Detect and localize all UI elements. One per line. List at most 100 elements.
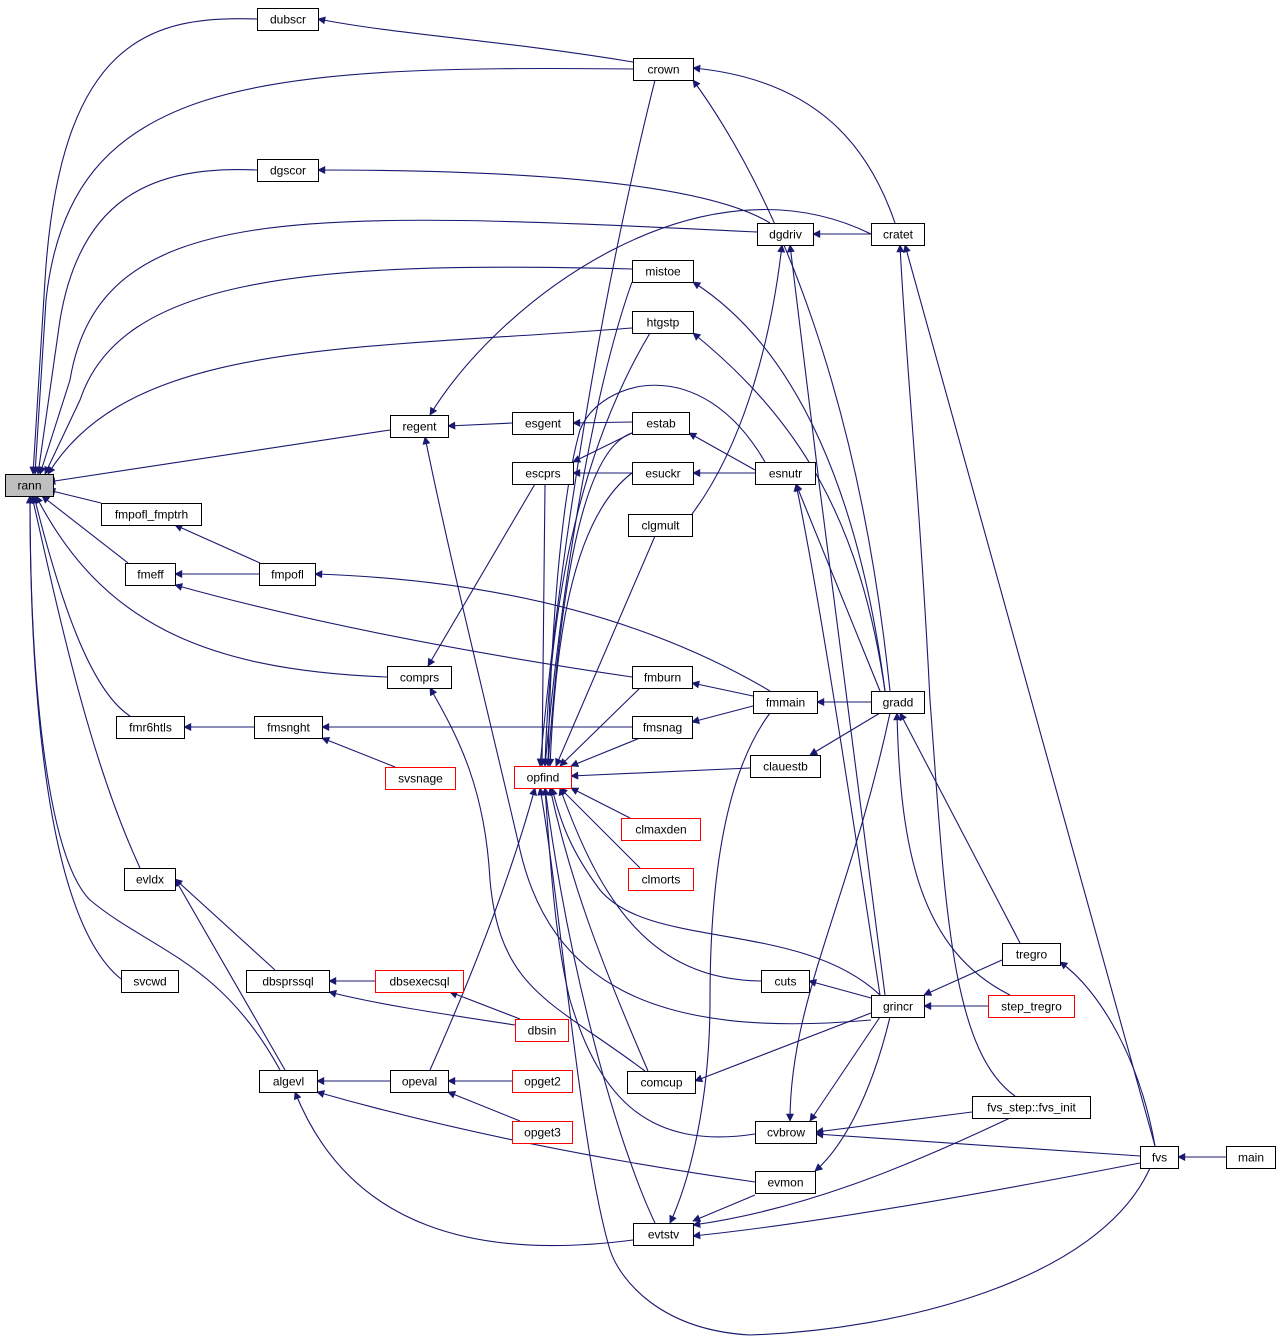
node-fmsnag[interactable]: fmsnag <box>632 716 693 739</box>
node-box-htgstp <box>632 311 694 334</box>
edge-clmaxden-to-opfind <box>570 787 631 819</box>
node-opget3[interactable]: opget3 <box>512 1121 573 1144</box>
node-opfind[interactable]: opfind <box>514 766 572 789</box>
edge-grincr-to-regent <box>422 436 872 1025</box>
node-gradd[interactable]: gradd <box>871 691 925 714</box>
node-fmr6htls[interactable]: fmr6htls <box>116 716 185 739</box>
edge-dgdriv-to-dgscor <box>317 166 771 224</box>
node-dbsexecsql[interactable]: dbsexecsql <box>375 970 464 993</box>
node-svcwd[interactable]: svcwd <box>121 970 179 993</box>
node-label-fmpofl: fmpofl <box>271 568 304 582</box>
node-box-cuts <box>761 970 810 993</box>
node-label-comprs: comprs <box>400 671 439 685</box>
node-label-fmeff: fmeff <box>137 568 164 582</box>
node-opget2[interactable]: opget2 <box>512 1070 573 1093</box>
edge-cuts-to-opfind <box>558 787 762 982</box>
edge-crown-to-rann <box>31 67 634 475</box>
node-comprs[interactable]: comprs <box>387 666 452 689</box>
node-clmorts[interactable]: clmorts <box>628 868 694 891</box>
edge-opget3-to-opeval <box>447 1090 521 1122</box>
node-esnutr[interactable]: esnutr <box>755 462 816 485</box>
node-label-opget2: opget2 <box>524 1075 561 1089</box>
node-fmpofl[interactable]: fmpofl <box>259 563 316 586</box>
edge-escprs-to-opfind <box>538 483 547 767</box>
node-fmburn[interactable]: fmburn <box>632 666 693 689</box>
node-esgent[interactable]: esgent <box>512 412 574 435</box>
edge-dubscr-to-rann <box>29 18 258 475</box>
node-crown[interactable]: crown <box>633 58 694 81</box>
node-label-evtstv: evtstv <box>648 1228 679 1242</box>
node-cuts[interactable]: cuts <box>761 970 810 993</box>
node-mistoe[interactable]: mistoe <box>632 260 694 283</box>
node-regent[interactable]: regent <box>390 415 449 438</box>
node-main[interactable]: main <box>1226 1146 1276 1169</box>
node-label-cratet: cratet <box>883 228 914 242</box>
node-label-esgent: esgent <box>525 417 562 431</box>
edge-fmmain-to-evtstv <box>669 712 771 1224</box>
node-label-dbsexecsql: dbsexecsql <box>389 975 449 989</box>
node-box-grincr <box>871 995 925 1018</box>
node-tregro[interactable]: tregro <box>1002 943 1061 966</box>
node-algevl[interactable]: algevl <box>259 1070 318 1093</box>
node-dubscr[interactable]: dubscr <box>257 8 319 31</box>
edge-grincr-to-comcup <box>694 1012 872 1083</box>
edge-evmon-to-evtstv <box>692 1194 756 1222</box>
edge-gradd-to-mistoe <box>692 281 886 692</box>
node-opeval[interactable]: opeval <box>390 1070 449 1093</box>
node-box-esgent <box>512 412 574 435</box>
node-clmaxden[interactable]: clmaxden <box>621 818 701 841</box>
node-dgscor[interactable]: dgscor <box>257 159 319 182</box>
node-cvbrow[interactable]: cvbrow <box>755 1121 817 1144</box>
node-fmpofl_fmptrh[interactable]: fmpofl_fmptrh <box>101 503 202 526</box>
edge-fmpofl_fmptrh-to-rann <box>47 487 102 504</box>
node-fvs[interactable]: fvs <box>1140 1146 1179 1169</box>
node-box-crown <box>633 58 694 81</box>
node-dgdriv[interactable]: dgdriv <box>757 223 814 246</box>
node-dbsin[interactable]: dbsin <box>515 1019 569 1042</box>
node-escprs[interactable]: escprs <box>512 462 574 485</box>
node-cratet[interactable]: cratet <box>871 223 925 246</box>
edge-fmmain-to-fmsnag <box>691 705 754 725</box>
node-fmmain[interactable]: fmmain <box>753 691 818 714</box>
node-comcup[interactable]: comcup <box>627 1071 696 1094</box>
node-box-dbsprssql <box>246 970 330 993</box>
edge-grincr-to-dgdriv <box>786 244 886 996</box>
node-esuckr[interactable]: esuckr <box>632 462 694 485</box>
node-evmon[interactable]: evmon <box>755 1171 816 1194</box>
node-fvs_step_fvs_init[interactable]: fvs_step::fvs_init <box>972 1096 1091 1119</box>
edge-esuckr-to-opfind <box>546 472 633 767</box>
node-box-opeval <box>390 1070 449 1093</box>
node-estab[interactable]: estab <box>632 412 690 435</box>
edge-estab-to-esgent <box>572 418 633 427</box>
node-label-dbsin: dbsin <box>528 1024 557 1038</box>
edge-cratet-to-crown <box>692 64 896 224</box>
node-grincr[interactable]: grincr <box>871 995 925 1018</box>
node-label-htgstp: htgstp <box>647 316 680 330</box>
node-dbsprssql[interactable]: dbsprssql <box>246 970 330 993</box>
edge-evtstv-to-algevl <box>293 1091 634 1247</box>
node-box-cvbrow <box>755 1121 817 1144</box>
node-htgstp[interactable]: htgstp <box>632 311 694 334</box>
node-fmsnght[interactable]: fmsnght <box>254 716 323 739</box>
node-label-clmaxden: clmaxden <box>635 823 686 837</box>
edge-evldx-to-rann <box>29 495 141 869</box>
edge-fvs_step_fvs_init-to-evtstv <box>692 1117 1011 1228</box>
edge-crown-to-dubscr <box>317 16 634 63</box>
node-label-cuts: cuts <box>774 975 796 989</box>
node-label-dubscr: dubscr <box>270 13 306 27</box>
node-rann[interactable]: rann <box>5 474 54 497</box>
node-label-dbsprssql: dbsprssql <box>262 975 313 989</box>
node-clauestb[interactable]: clauestb <box>750 755 821 778</box>
node-label-algevl: algevl <box>273 1075 304 1089</box>
edge-comcup-to-comprs <box>429 687 646 1072</box>
node-box-opget2 <box>512 1070 573 1093</box>
node-evldx[interactable]: evldx <box>124 868 176 891</box>
node-step_tregro[interactable]: step_tregro <box>988 995 1075 1018</box>
node-fmeff[interactable]: fmeff <box>125 563 176 586</box>
node-svsnage[interactable]: svsnage <box>385 767 456 790</box>
edge-svcwd-to-rann <box>26 495 122 980</box>
node-label-crown: crown <box>647 63 679 77</box>
node-evtstv[interactable]: evtstv <box>633 1223 694 1246</box>
node-clgmult[interactable]: clgmult <box>628 514 693 537</box>
node-label-clauestb: clauestb <box>763 760 808 774</box>
